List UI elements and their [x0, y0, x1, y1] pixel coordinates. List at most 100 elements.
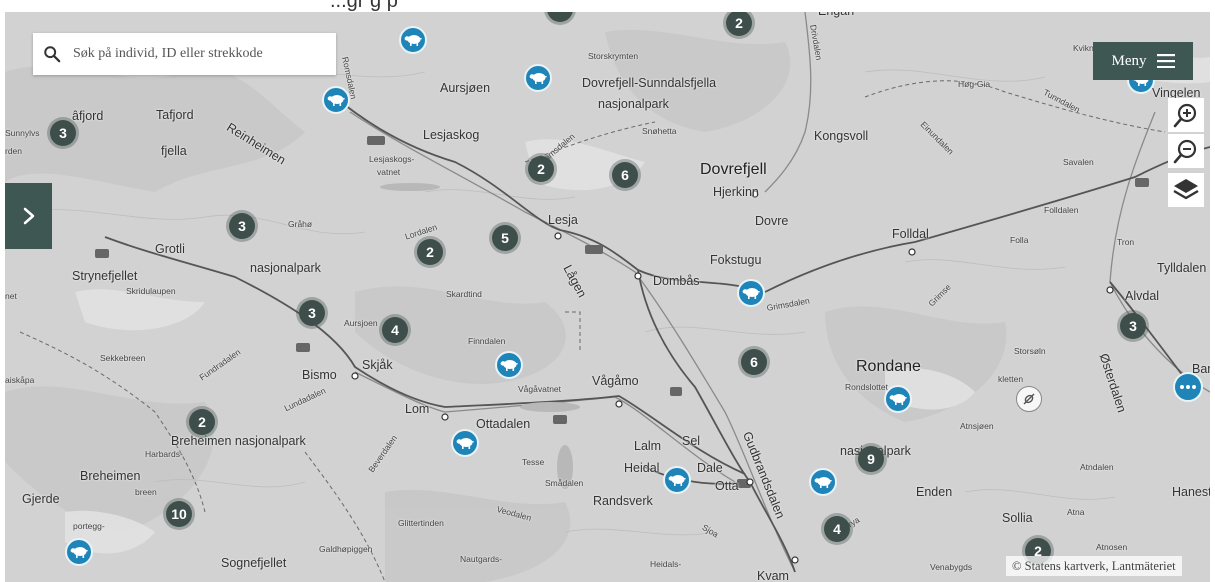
- place-label-hanest: Hanest: [1172, 485, 1210, 499]
- place-label-vagamo: Vågåmo: [592, 374, 639, 388]
- menu-label: Meny: [1111, 52, 1147, 69]
- sheep-icon: [456, 438, 474, 449]
- place-label-randsverk: Randsverk: [593, 494, 653, 508]
- search-input[interactable]: [73, 46, 323, 62]
- place-label-nasjonalpark-2: nasjonalpark: [250, 261, 321, 275]
- cluster-marker[interactable]: 3: [50, 120, 76, 146]
- place-label-lesja: Lesja: [548, 213, 578, 227]
- place-label-sollia: Sollia: [1002, 511, 1033, 525]
- place-label-skardtind: Skardtind: [446, 289, 482, 299]
- cluster-marker[interactable]: 2: [726, 12, 752, 36]
- place-label-harbards: Harbards-: [145, 449, 183, 459]
- place-label-rondslottet: Rondslottet: [845, 382, 888, 392]
- place-label-otta: Otta: [715, 479, 739, 493]
- cluster-marker[interactable]: 2: [189, 409, 215, 435]
- place-label-portegg: portegg-: [73, 521, 105, 531]
- sidebar-toggle-button[interactable]: [5, 183, 52, 249]
- cluster-marker[interactable]: 9: [858, 446, 884, 472]
- top-strip: ...gr g p: [0, 0, 1215, 12]
- zoom-in-icon: [1173, 103, 1197, 128]
- sheep-icon: [889, 394, 907, 405]
- cluster-marker[interactable]: 2: [417, 239, 443, 265]
- place-label-fjella: fjella: [161, 144, 187, 158]
- animal-marker[interactable]: [495, 351, 523, 379]
- place-label-breheimen: Breheimen: [80, 469, 141, 483]
- place-label-atndalen: Atndalen: [1080, 462, 1114, 472]
- place-label-aursjoen: Aursjøen: [440, 81, 491, 95]
- place-label-smadalen: Smådalen: [545, 478, 584, 488]
- place-label-nautgards: Nautgards-: [460, 554, 503, 564]
- animal-marker[interactable]: [322, 86, 350, 114]
- lost-animal-marker[interactable]: [1016, 386, 1042, 412]
- cluster-marker[interactable]: 6: [612, 162, 638, 188]
- place-label-afjord: âfjord: [72, 109, 104, 123]
- place-label-grotli: Grotli: [155, 242, 185, 256]
- search-bar[interactable]: [33, 33, 336, 75]
- place-label-breen: breen: [135, 487, 157, 497]
- place-label-dombas: Dombås: [653, 274, 700, 288]
- place-label-strynefjellet: Strynefjellet: [72, 269, 138, 283]
- animal-marker[interactable]: [65, 538, 93, 566]
- place-label-nasjonalpark-1: nasjonalpark: [598, 97, 669, 111]
- place-label-venabygds: Venabygds: [930, 562, 973, 572]
- place-label-kvam: Kvam: [757, 569, 789, 582]
- place-label-lesjaskog: Lesjaskog: [423, 128, 480, 142]
- animal-marker[interactable]: [884, 385, 912, 413]
- cluster-marker[interactable]: 6: [741, 349, 767, 375]
- cluster-marker[interactable]: 2: [528, 156, 554, 182]
- chevron-right-icon: [23, 207, 34, 225]
- cluster-marker[interactable]: 4: [382, 317, 408, 343]
- more-options-button[interactable]: [1173, 372, 1203, 402]
- zoom-out-icon: [1173, 139, 1197, 164]
- animal-marker[interactable]: [737, 279, 765, 307]
- sheep-icon: [327, 95, 345, 106]
- place-label-kongsvoll: Kongsvoll: [814, 129, 869, 143]
- menu-button[interactable]: Meny: [1093, 42, 1193, 80]
- animal-marker[interactable]: [399, 26, 427, 54]
- place-label-sel: Sel: [682, 434, 701, 448]
- sheep-crossed-icon: [1023, 393, 1035, 405]
- place-label-tron: Tron: [1117, 237, 1135, 247]
- place-label-storskrymten: Storskrymten: [588, 51, 639, 61]
- cluster-marker[interactable]: 3: [299, 300, 325, 326]
- place-label-dovrefjell: Dovrefjell: [700, 161, 767, 178]
- place-label-aiskapa: aiskåpa: [5, 375, 35, 385]
- animal-marker[interactable]: [451, 429, 479, 457]
- place-label-tylldalen: Tylldalen: [1157, 261, 1207, 275]
- cluster-marker[interactable]: 5: [492, 225, 518, 251]
- sheep-icon: [500, 360, 518, 371]
- place-label-vingelen: Vingelen: [1152, 86, 1201, 100]
- ellipsis-icon: [1180, 385, 1196, 389]
- layers-button[interactable]: [1168, 173, 1204, 207]
- place-label-rondane: Rondane: [856, 358, 921, 375]
- sheep-icon: [529, 73, 547, 84]
- zoom-out-button[interactable]: [1168, 134, 1204, 168]
- place-label-glittertinden: Glittertinden: [398, 518, 444, 528]
- animal-marker[interactable]: [524, 64, 552, 92]
- cluster-marker[interactable]: 3: [229, 213, 255, 239]
- place-label-kletten: kletten: [998, 374, 1024, 384]
- cluster-marker[interactable]: 4: [824, 516, 850, 542]
- place-label-hog-gia: Høg-Gia: [958, 79, 991, 89]
- top-partial-text: ...gr g p: [330, 0, 398, 12]
- sheep-icon: [70, 547, 88, 558]
- place-label-barl: Barl: [1192, 362, 1210, 376]
- place-label-sunnylvs: Sunnylvs: [5, 128, 40, 138]
- place-label-breheimen-np: Breheimen nasjonalpark: [171, 434, 306, 448]
- place-label-engan: Engan: [818, 12, 854, 18]
- cluster-marker[interactable]: 10: [166, 501, 192, 527]
- place-label-heidals: Heidals-: [650, 559, 682, 569]
- place-label-alvdal: Alvdal: [1125, 289, 1160, 303]
- zoom-in-button[interactable]: [1168, 98, 1204, 132]
- place-label-tesse: Tesse: [522, 457, 545, 467]
- place-label-snohetta: Snøhetta: [642, 126, 677, 136]
- place-label-skjak: Skjåk: [362, 358, 393, 372]
- place-label-folldalen: Folldalen: [1044, 205, 1079, 215]
- sheep-icon: [668, 475, 686, 486]
- place-label-dale: Dale: [697, 461, 723, 475]
- cluster-marker[interactable]: 3: [1120, 313, 1146, 339]
- animal-marker[interactable]: [809, 468, 837, 496]
- animal-marker[interactable]: [663, 466, 691, 494]
- cluster-marker[interactable]: [547, 12, 573, 22]
